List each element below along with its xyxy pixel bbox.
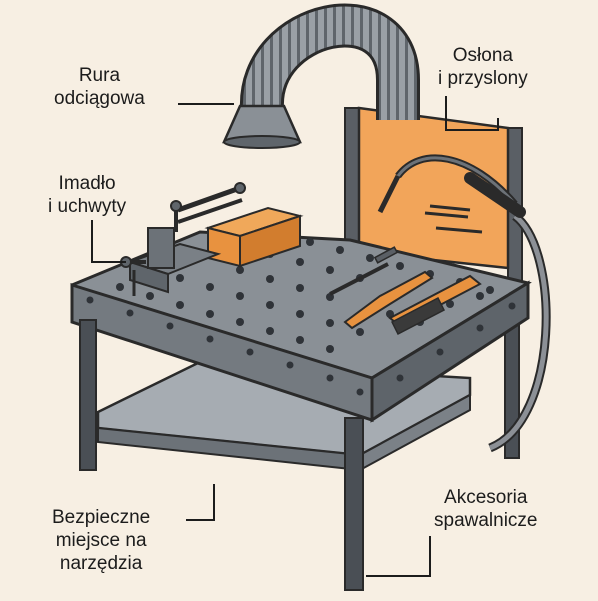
fume-extraction-pipe	[222, 3, 420, 149]
label-fume-pipe-line2: odciągowa	[54, 88, 145, 109]
label-vise: Imadło i uchwyty	[48, 172, 126, 218]
table-top	[70, 230, 532, 423]
label-storage-line3: narzędzia	[59, 553, 143, 574]
front-left-leg	[79, 319, 97, 471]
label-shield: Osłona i przyslony	[438, 44, 528, 90]
storage-callout-line	[186, 484, 215, 521]
chisel-handle	[373, 246, 399, 264]
label-accessories-line2: spawalnicze	[434, 510, 538, 531]
label-accessories-line1: Akcesoria	[444, 487, 528, 508]
vise-callout-line	[91, 220, 126, 263]
label-storage: Bezpieczne miejsce na narzędzia	[52, 506, 150, 575]
label-vise-line1: Imadło	[58, 173, 116, 194]
label-accessories: Akcesoria spawalnicze	[434, 486, 538, 532]
label-storage-line2: miejsce na	[55, 530, 147, 551]
label-vise-line2: i uchwyty	[48, 196, 127, 217]
vise	[120, 182, 246, 296]
welding-torch	[377, 154, 551, 453]
front-right-leg	[344, 417, 364, 591]
label-fume-pipe: Rura odciągowa	[54, 64, 145, 110]
accessories-callout-line	[366, 536, 431, 577]
welding-tools	[329, 246, 482, 336]
shield-callout-line	[445, 96, 499, 131]
label-shield-line1: Osłona	[452, 45, 513, 66]
label-storage-line1: Bezpieczne	[52, 507, 151, 528]
slag-hammer	[343, 270, 434, 330]
label-shield-line2: i przyslony	[438, 68, 528, 89]
wire-brush	[388, 274, 482, 336]
chisel	[329, 262, 389, 296]
label-fume-pipe-line1: Rura	[78, 65, 121, 86]
wood-block	[204, 206, 304, 268]
